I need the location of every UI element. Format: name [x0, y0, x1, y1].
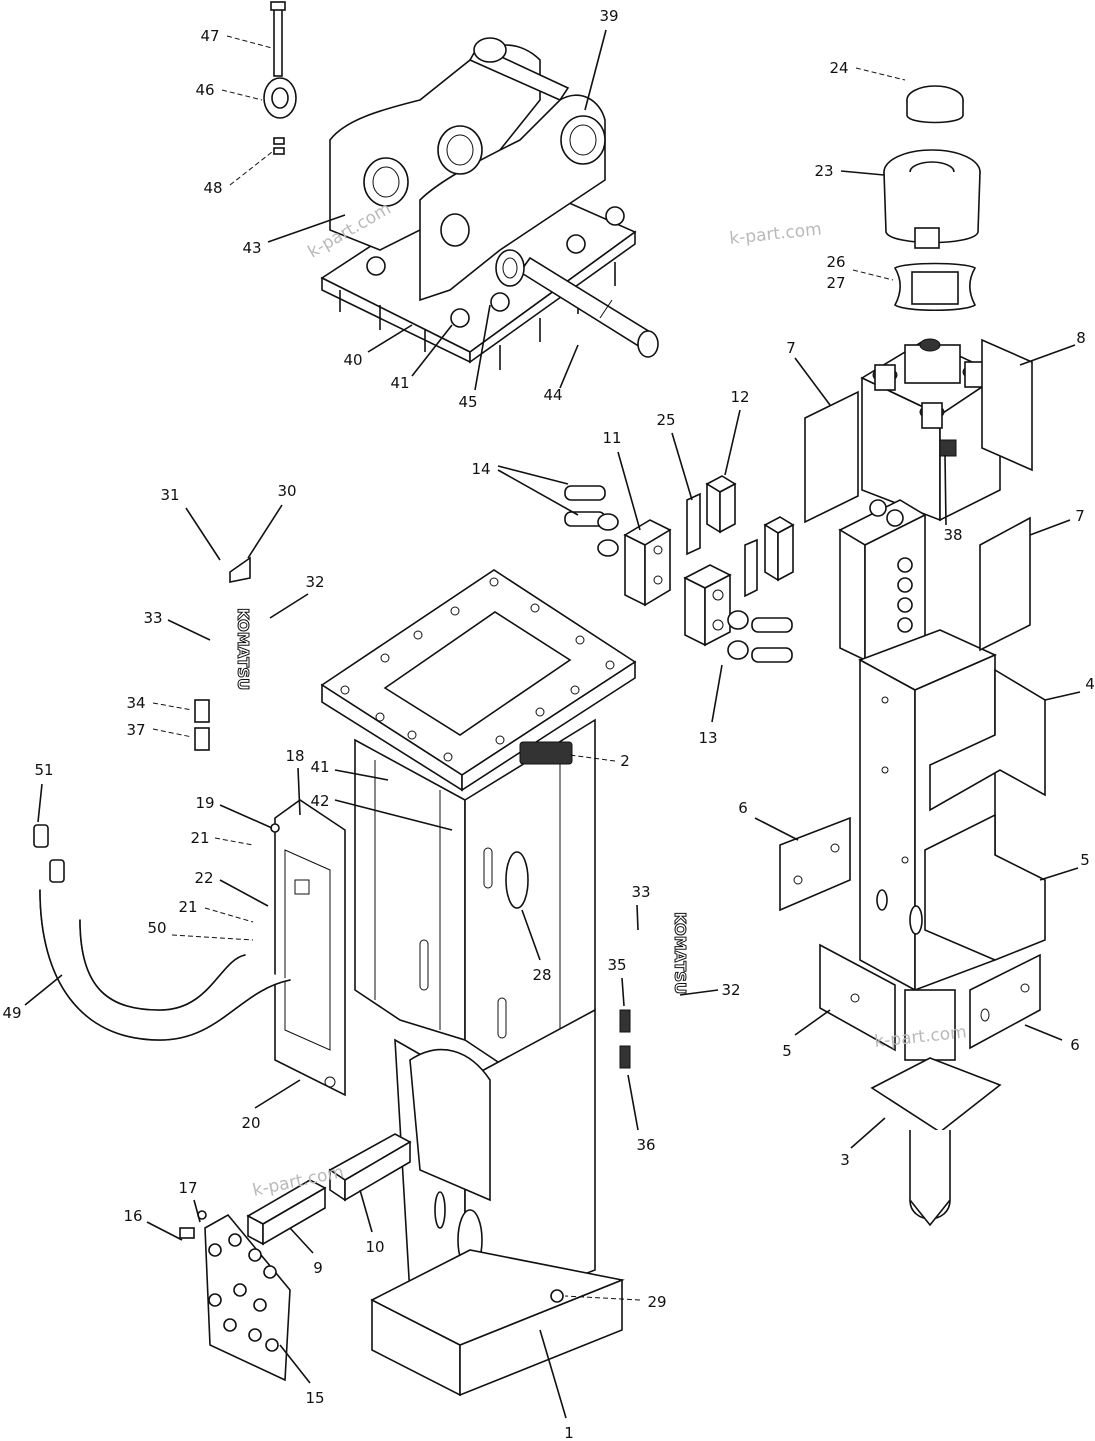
callout-c48: 48: [203, 179, 222, 197]
callout-c32a: 32: [305, 573, 324, 591]
plate-6-right: [969, 953, 1041, 1050]
callout-c19: 19: [195, 794, 214, 812]
callout-c24: 24: [829, 59, 848, 77]
plate-6-left: [779, 816, 851, 912]
callout-c22: 22: [194, 869, 213, 887]
block-13-side: [683, 564, 793, 663]
callout-c11: 11: [602, 429, 621, 447]
bolts-14: [564, 485, 619, 557]
callout-c18: 18: [285, 747, 304, 765]
callout-c1: 1: [564, 1424, 574, 1441]
callout-c27: 27: [826, 274, 845, 292]
callout-c23: 23: [814, 162, 833, 180]
callout-c26: 26: [826, 253, 845, 271]
callout-c43: 43: [242, 239, 261, 257]
callout-c34: 34: [126, 694, 145, 712]
block-11: [623, 519, 672, 607]
callout-c42: 42: [310, 792, 329, 810]
callout-c47: 47: [200, 27, 219, 45]
callout-c40: 40: [343, 351, 362, 369]
hoses-49: [33, 824, 291, 1041]
cover-15: [179, 1210, 291, 1382]
plate-7-left: [804, 390, 859, 524]
callout-c4: 4: [1085, 675, 1095, 693]
callout-c15: 15: [305, 1389, 324, 1407]
plate-5-left: [819, 943, 896, 1052]
callout-c5b: 5: [782, 1042, 792, 1060]
callout-c49: 49: [2, 1004, 21, 1022]
plate-7-right: [979, 516, 1031, 652]
leader-lines: [24, 29, 1081, 1419]
callout-c41b: 41: [310, 758, 329, 776]
side-cover-18: [270, 799, 346, 1097]
bolt-47-assembly: [263, 1, 297, 155]
callout-c25: 25: [656, 411, 675, 429]
callout-c2: 2: [620, 752, 630, 770]
cap-24: [906, 85, 964, 124]
callout-c41a: 41: [390, 374, 409, 392]
callout-c9: 9: [313, 1259, 323, 1277]
ring-23: [883, 149, 981, 249]
callout-c46: 46: [195, 81, 214, 99]
callout-c45: 45: [458, 393, 477, 411]
callout-c6b: 6: [1070, 1036, 1080, 1054]
logo-text-right: KOMATSU: [671, 912, 689, 994]
callout-c21b: 21: [178, 898, 197, 916]
callout-c8: 8: [1076, 329, 1086, 347]
spacer-26-27: [893, 262, 977, 312]
callout-c28: 28: [532, 966, 551, 984]
callout-c44: 44: [543, 386, 562, 404]
callout-c10: 10: [365, 1238, 384, 1256]
callout-c6a: 6: [738, 799, 748, 817]
callout-c3: 3: [840, 1151, 850, 1169]
callout-c21a: 21: [190, 829, 209, 847]
logo-decal-left: KOMATSU: [234, 608, 253, 691]
callout-c29: 29: [647, 1293, 666, 1311]
callout-c36: 36: [636, 1136, 655, 1154]
shim-25: [686, 492, 758, 598]
logo-text-left: KOMATSU: [234, 608, 252, 690]
plate-8: [981, 338, 1033, 472]
callout-c50: 50: [147, 919, 166, 937]
callout-c13: 13: [698, 729, 717, 747]
callout-c12: 12: [730, 388, 749, 406]
callout-c30: 30: [277, 482, 296, 500]
callout-c7b: 7: [1075, 507, 1085, 525]
callout-c16: 16: [123, 1207, 142, 1225]
callout-c33a: 33: [143, 609, 162, 627]
callout-c31: 31: [160, 486, 179, 504]
callout-c37: 37: [126, 721, 145, 739]
callout-c51: 51: [34, 761, 53, 779]
block-12: [705, 475, 795, 582]
callout-c38a: 38: [943, 526, 962, 544]
callout-c35: 35: [607, 956, 626, 974]
logo-decal-right: KOMATSU: [671, 912, 690, 995]
callout-c33b: 33: [631, 883, 650, 901]
mounting-bracket: [320, 37, 659, 370]
main-frame: [320, 569, 637, 1397]
callout-c32b: 32: [721, 981, 740, 999]
callout-c17: 17: [178, 1179, 197, 1197]
callout-c7a: 7: [786, 339, 796, 357]
callout-c20: 20: [241, 1114, 260, 1132]
plate-4: [929, 668, 1046, 812]
plate-5-right: [924, 813, 1046, 961]
decal-plates: [194, 556, 631, 1069]
callout-c39: 39: [599, 7, 618, 25]
callout-c14: 14: [471, 460, 490, 478]
watermark-text: k-part.com: [728, 219, 822, 249]
bars-9-10: [246, 1133, 412, 1246]
callout-c5a: 5: [1080, 851, 1090, 869]
